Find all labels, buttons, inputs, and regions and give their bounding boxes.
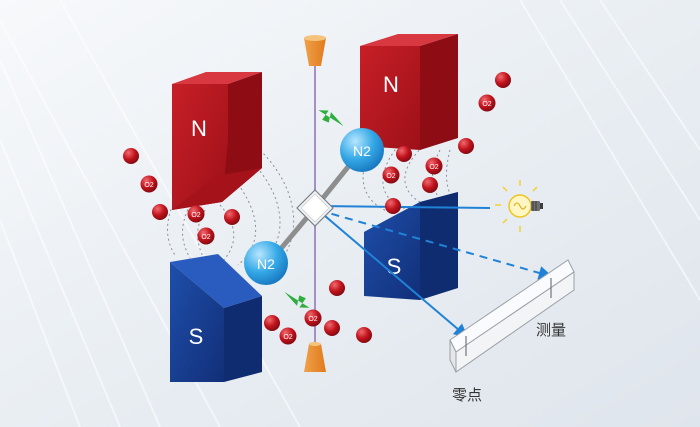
oxygen-molecule: O2 — [382, 166, 400, 184]
oxygen-molecule — [324, 320, 340, 336]
rotation-arrow-lower-icon — [284, 291, 310, 308]
left-north-label: N — [191, 116, 207, 141]
oxygen-molecules-plain — [123, 72, 511, 343]
oxygen-molecule: O2 — [478, 94, 496, 112]
nitrogen-sphere-lower: N2 — [244, 241, 288, 285]
oxygen-molecule — [224, 209, 240, 225]
oxygen-molecule — [396, 146, 412, 162]
nitrogen-label-lower: N2 — [257, 256, 275, 272]
nitrogen-label-upper: N2 — [353, 143, 371, 159]
light-bulb-icon — [495, 180, 543, 232]
zero-point-label: 零点 — [452, 387, 482, 404]
reflected-beam-measure — [317, 209, 553, 280]
oxygen-molecule — [458, 138, 474, 154]
oxygen-molecule — [152, 204, 168, 220]
right-north-label: N — [383, 72, 399, 97]
svg-text:O2: O2 — [201, 234, 210, 241]
oxygen-molecule — [422, 177, 438, 193]
svg-text:O2: O2 — [482, 101, 491, 108]
oxygen-molecule: O2 — [304, 309, 322, 327]
oxygen-molecule — [329, 280, 345, 296]
incident-beam — [317, 205, 491, 209]
oxygen-molecule — [123, 148, 139, 164]
reflected-beam-zero — [317, 209, 469, 338]
rotation-arrow-upper-icon — [318, 110, 344, 127]
svg-text:O2: O2 — [191, 212, 200, 219]
oxygen-molecule: O2 — [425, 157, 443, 175]
light-beams — [317, 205, 553, 338]
oxygen-molecule: O2 — [140, 175, 158, 193]
oxygen-molecule: O2 — [197, 227, 215, 245]
svg-text:O2: O2 — [386, 173, 395, 180]
oxygen-molecule — [495, 72, 511, 88]
oxygen-molecule: O2 — [279, 327, 297, 345]
svg-text:O2: O2 — [283, 334, 292, 341]
mirror — [296, 189, 334, 227]
oxygen-molecule — [356, 327, 372, 343]
measurement-label: 测量 — [536, 322, 566, 339]
bottom-mount — [304, 342, 326, 372]
measurement-scale — [449, 259, 575, 373]
svg-text:O2: O2 — [429, 164, 438, 171]
oxygen-molecule: O2 — [187, 205, 205, 223]
oxygen-molecule — [264, 315, 280, 331]
left-south-label: S — [189, 324, 204, 349]
oxygen-molecule — [385, 198, 401, 214]
left-south-magnet: S — [170, 254, 262, 382]
oxygen-molecules-labelled: O2 O2 O2 O2 O2 O2 O2 O2 — [140, 94, 496, 345]
nitrogen-sphere-upper: N2 — [340, 128, 384, 172]
left-north-magnet: N — [172, 72, 262, 210]
right-north-magnet: N — [360, 34, 458, 150]
svg-text:O2: O2 — [308, 316, 317, 323]
svg-text:O2: O2 — [144, 182, 153, 189]
top-mount — [304, 35, 326, 66]
